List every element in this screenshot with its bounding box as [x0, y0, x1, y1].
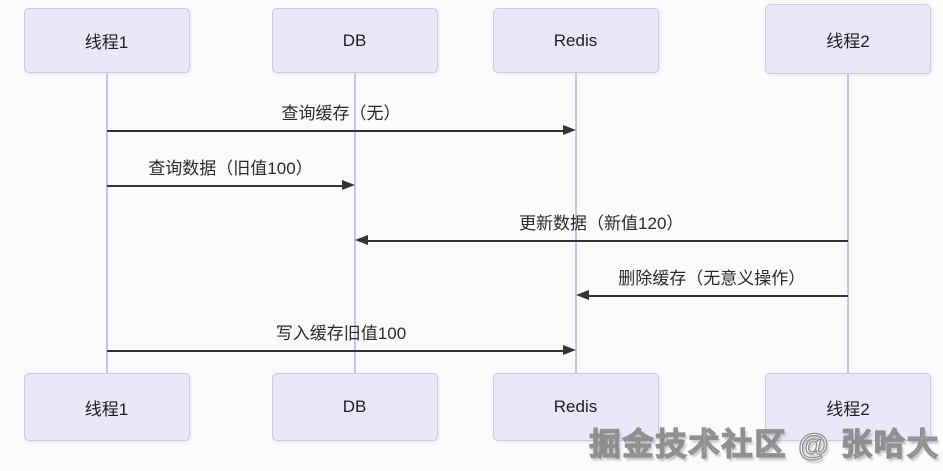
message-label-0: 查询缓存（无） [281, 104, 401, 123]
message-label-1: 查询数据（旧值100） [148, 159, 313, 178]
message-arrowhead-3 [575, 289, 589, 300]
actor-box-bottom-thread1: 线程1 [23, 373, 190, 441]
message-line-0 [106, 130, 565, 132]
actor-box-top-thread1: 线程1 [23, 8, 190, 73]
lifeline-thread2 [847, 74, 849, 373]
message-label-3: 删除缓存（无意义操作） [618, 269, 806, 288]
actor-box-top-db: DB [271, 8, 438, 73]
actor-box-top-thread2: 线程2 [765, 4, 931, 74]
message-arrowhead-1 [341, 179, 355, 190]
actor-box-bottom-db: DB [271, 373, 438, 441]
lifeline-db [353, 73, 356, 373]
message-line-3 [586, 295, 848, 297]
actor-box-bottom-thread2: 线程2 [765, 373, 931, 441]
message-arrowhead-4 [562, 344, 576, 355]
message-arrowhead-0 [562, 124, 576, 135]
lifeline-thread1 [105, 73, 108, 373]
message-line-1 [106, 185, 344, 187]
watermark: 掘金技术社区 @ 张哈大 [589, 426, 940, 462]
message-label-2: 更新数据（新值120） [519, 214, 684, 233]
message-arrowhead-2 [354, 234, 368, 245]
actor-box-bottom-redis: Redis [492, 373, 659, 441]
message-label-4: 写入缓存旧值100 [275, 324, 407, 343]
message-line-4 [106, 350, 565, 352]
actor-box-top-redis: Redis [492, 8, 659, 73]
message-line-2 [365, 240, 848, 242]
lifeline-redis [574, 73, 577, 373]
